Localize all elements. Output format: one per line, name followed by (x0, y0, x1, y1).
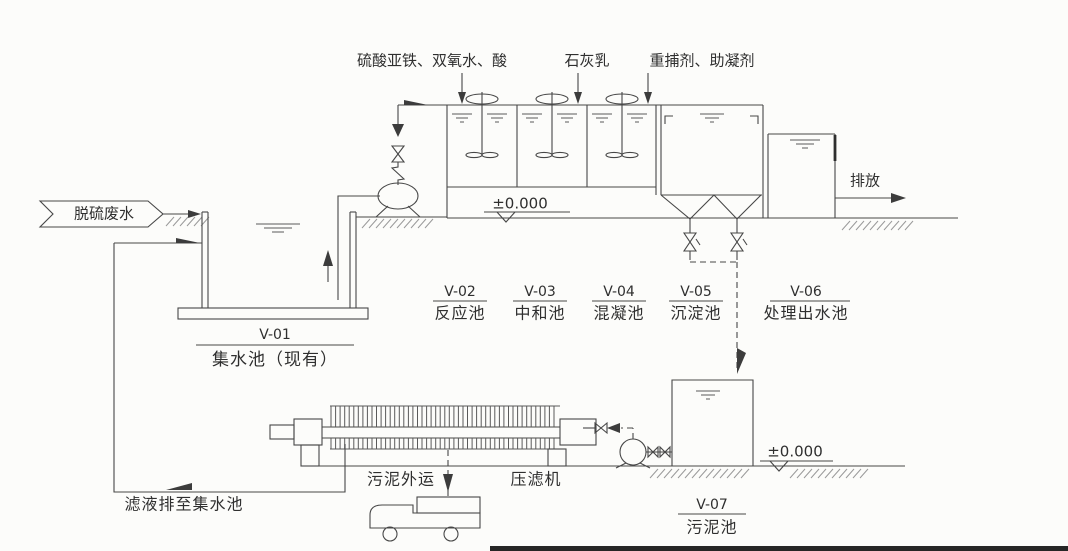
chemical-feed-3: 重捕剂、助凝剂 (649, 52, 754, 70)
tank-code-v03: V-03 (524, 284, 556, 300)
sludge-tank: V-07 污泥池 (671, 379, 754, 537)
mixing-tank-block (446, 92, 820, 218)
tank-code-v06: V-06 (790, 284, 822, 300)
discharge-label: 排放 (850, 172, 880, 190)
feed-arrow-icon-1 (458, 92, 466, 104)
check-valve-icon (392, 124, 404, 137)
press-ram-rod (269, 424, 295, 440)
influent-label: 脱硫废水 (74, 205, 134, 223)
filter-press-plates (330, 406, 555, 449)
drain-valve-icon-1 (682, 232, 698, 252)
ground-hatch-benchmark (789, 468, 869, 479)
tank-code-v05: V-05 (680, 284, 712, 300)
feed-arrow-icon-2 (574, 92, 582, 104)
outlet-tank: 排放 (768, 133, 906, 218)
agitator-icon-1 (465, 92, 499, 159)
tank-name-v03: 中和池 (514, 304, 565, 323)
filter-press-label: 压滤机 (510, 470, 561, 489)
feed-arrow-icon-3 (644, 92, 652, 104)
chemical-feed-labels: 硫酸亚铁、双氧水、酸 石灰乳 重捕剂、助凝剂 (357, 52, 755, 104)
tank-name-v05: 沉淀池 (670, 304, 721, 323)
flow-arrow-icon (404, 100, 428, 105)
discharge-arrow-icon (891, 193, 906, 203)
press-ram-block (293, 418, 323, 446)
tank-code-v07: V-07 (696, 497, 728, 513)
return-flow-arrow-icon (166, 483, 192, 490)
flex-joint-icon (390, 162, 406, 185)
gate-valve-icon (659, 445, 671, 459)
gate-valve-icon (594, 421, 608, 435)
hopper-zigzag (660, 194, 762, 220)
weir-mark-left (664, 115, 673, 124)
ground-hatch-right (841, 220, 914, 231)
elevation-mark-upper: ±0.000 (484, 195, 570, 223)
sludge-out-label: 污泥外运 (367, 470, 435, 489)
suction-pipe (337, 195, 380, 300)
sludge-out-arrow-icon (443, 474, 453, 492)
agitator-icon-2 (535, 92, 569, 159)
up-arrow-icon (323, 250, 333, 266)
tank-code-v04: V-04 (603, 284, 635, 300)
influent-arrow-icon (188, 210, 201, 218)
benchmark-triangle-icon (495, 211, 517, 223)
scan-edge-artifact (490, 546, 1068, 551)
sludge-drain-line (682, 219, 748, 374)
press-leg-right (547, 448, 567, 467)
agitator-icon-3 (605, 92, 639, 159)
water-level-icon (256, 223, 300, 233)
chemical-feed-2: 石灰乳 (564, 52, 609, 70)
elevation-lower-value: ±0.000 (767, 443, 823, 461)
return-inlet-arrow-icon (176, 238, 200, 243)
drain-valve-icon-2 (729, 232, 745, 252)
gate-valve-icon (647, 445, 659, 459)
sludge-flow-arrow-icon (737, 348, 746, 374)
tank-name-v01: 集水池（现有） (212, 350, 338, 370)
pump-icon (619, 438, 647, 466)
tank-name-v02: 反应池 (434, 304, 485, 323)
feed-riser-pipe (390, 100, 447, 185)
influent-banner: 脱硫废水 (38, 200, 201, 228)
influent-banner-shape (38, 200, 164, 228)
ground-hatch-pump (361, 218, 434, 229)
sedimentation-tank (660, 105, 769, 220)
pump-icon (377, 182, 419, 210)
water-level-icon (696, 390, 720, 400)
sludge-out: 污泥外运 (367, 450, 481, 542)
water-level-icons (452, 113, 820, 149)
tank-label-row: V-02 反应池 V-03 中和池 V-04 混凝池 V-05 沉淀池 V-06… (433, 284, 850, 323)
check-valve-icon (607, 423, 620, 433)
truck-icon (369, 496, 481, 542)
tank-base (177, 307, 369, 320)
tank-code-v01: V-01 (259, 327, 291, 343)
ground-hatch-inlet (165, 216, 210, 227)
collection-tank: V-01 集水池（现有） (114, 195, 380, 370)
ground-hatch-pump2 (649, 468, 750, 479)
tank-name-v06: 处理出水池 (763, 304, 848, 323)
elevation-mark-lower: ±0.000 (760, 443, 833, 472)
press-end-plate (559, 418, 597, 446)
tank-code-v02: V-02 (444, 284, 476, 300)
weir-mark-right (750, 115, 759, 124)
elevation-upper-value: ±0.000 (492, 195, 548, 213)
gate-valve-icon (390, 145, 406, 163)
press-leg-left (300, 444, 320, 467)
filtrate-return-line: 滤液排至集水池 (113, 243, 346, 514)
chemical-feed-1: 硫酸亚铁、双氧水、酸 (357, 52, 507, 70)
tank-name-v07: 污泥池 (686, 518, 737, 537)
filtrate-return-label: 滤液排至集水池 (124, 495, 243, 514)
tank-name-v04: 混凝池 (593, 304, 644, 323)
feed-pump (375, 182, 421, 218)
